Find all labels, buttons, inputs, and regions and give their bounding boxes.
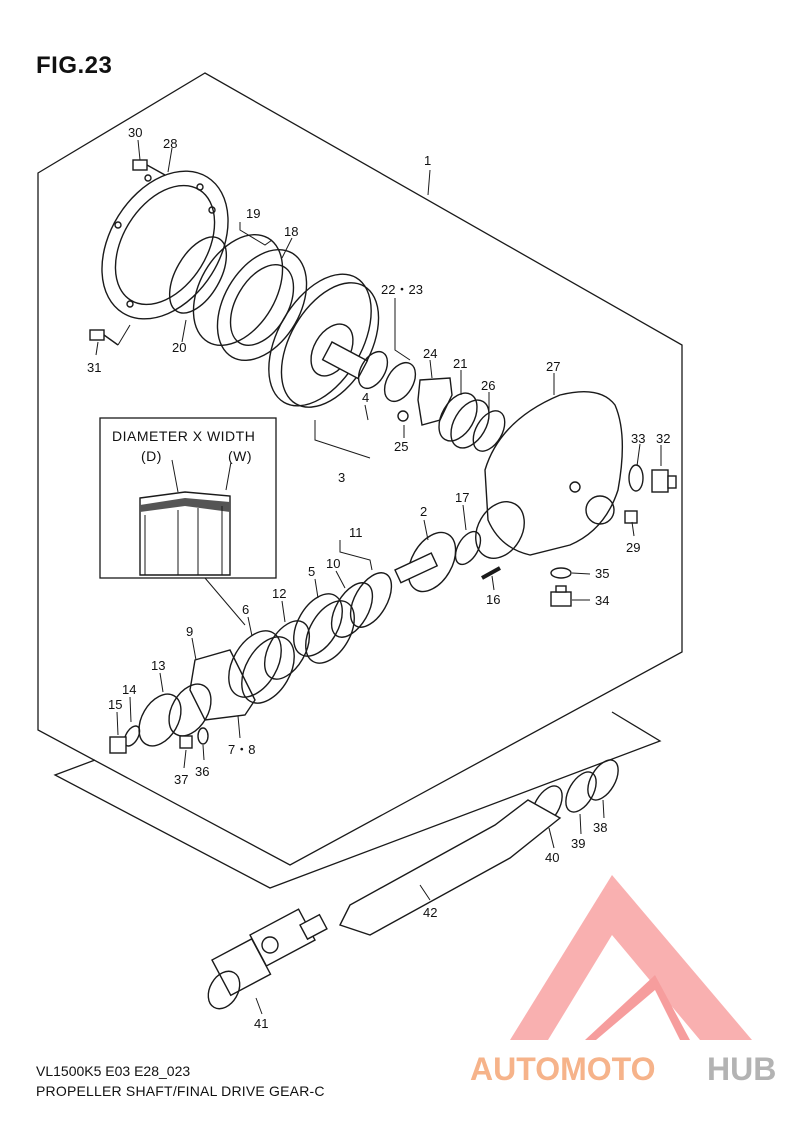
- model-code: VL1500K5 E03 E28_023: [36, 1063, 191, 1079]
- watermark-text: AUTOMOTO HUB: [470, 1051, 776, 1087]
- part-25-bolt: [397, 410, 409, 422]
- callout-24: 24: [423, 346, 437, 361]
- part-33-washer: [628, 464, 644, 492]
- callout-26: 26: [481, 378, 495, 393]
- callout-13: 13: [151, 658, 165, 673]
- callout-37: 37: [174, 772, 188, 787]
- callout-33: 33: [631, 431, 645, 446]
- callout-14: 14: [122, 682, 136, 697]
- inset-d-label: (D): [141, 448, 162, 464]
- callout-18: 18: [284, 224, 298, 239]
- part-16-stud: [481, 566, 501, 580]
- assembly-frame: [37, 72, 683, 866]
- watermark-logo: [510, 875, 752, 1040]
- callout-34: 34: [595, 593, 609, 608]
- callout-38: 38: [593, 820, 607, 835]
- callout-21: 21: [453, 356, 467, 371]
- inset-heading: DIAMETER X WIDTH: [112, 428, 255, 444]
- callout-41: 41: [254, 1016, 268, 1031]
- callout-labels: 1 2 3 4 5 6 7・8 9 10 11 12 13 14 15 16 1…: [87, 125, 670, 1031]
- callout-9: 9: [186, 624, 193, 639]
- callout-5: 5: [308, 564, 315, 579]
- part-9-retainer-plate: [189, 649, 256, 721]
- housing-opening: [475, 501, 525, 559]
- part-12-spacer: [263, 620, 311, 680]
- callout-42: 42: [423, 905, 437, 920]
- part-38-spring: [587, 759, 619, 801]
- part-15-nut: [109, 736, 127, 754]
- part-5-bearing: [293, 593, 355, 664]
- callout-29: 29: [626, 540, 640, 555]
- part-28-cover-ring: [101, 170, 229, 320]
- part-13-bushing: [138, 683, 212, 747]
- part-6-bearing: [228, 630, 295, 704]
- watermark-text-a: AUTOMOTO: [470, 1051, 655, 1087]
- part-2-pinion-gear: [394, 531, 457, 593]
- part-35-washer: [550, 567, 572, 579]
- part-37-nut: [179, 735, 193, 749]
- callout-25: 25: [394, 439, 408, 454]
- callout-12: 12: [272, 586, 286, 601]
- part-18-bearing: [192, 233, 308, 362]
- part-31-bolt: [89, 324, 131, 346]
- callout-27: 27: [546, 359, 560, 374]
- part-4-shim: [357, 350, 389, 390]
- inset-w-label: (W): [228, 448, 252, 464]
- housing-hole: [569, 481, 581, 493]
- part-41-universal-joint: [207, 908, 328, 1010]
- inset-box: DIAMETER X WIDTH (D) (W): [99, 417, 277, 626]
- part-11-shim: [349, 572, 393, 628]
- leader-lines: [95, 139, 662, 1015]
- callout-3: 3: [338, 470, 345, 485]
- callout-32: 32: [656, 431, 670, 446]
- callout-15: 15: [108, 697, 122, 712]
- part-22-23-shim: [383, 361, 417, 403]
- callout-22-23: 22・23: [381, 282, 423, 297]
- part-10-shim: [330, 582, 374, 638]
- part-29-plug: [624, 510, 638, 524]
- callout-39: 39: [571, 836, 585, 851]
- callout-11: 11: [349, 525, 363, 540]
- figure-description: PROPELLER SHAFT/FINAL DRIVE GEAR-C: [36, 1083, 325, 1099]
- callout-1: 1: [424, 153, 431, 168]
- part-21-bearing: [438, 392, 490, 449]
- part-24-retainer: [417, 377, 453, 426]
- part-32-plug: [651, 469, 677, 493]
- part-20-seal: [168, 236, 228, 314]
- shaft-frame: [53, 711, 662, 889]
- callout-19: 19: [246, 206, 260, 221]
- part-30-bolt: [132, 159, 166, 176]
- part-26-seal: [472, 410, 506, 452]
- callout-17: 17: [455, 490, 469, 505]
- callout-30: 30: [128, 125, 142, 140]
- part-34-bolt: [550, 585, 572, 607]
- callout-6: 6: [242, 602, 249, 617]
- callout-35: 35: [595, 566, 609, 581]
- part-17-bearing: [454, 530, 482, 566]
- callout-7-8: 7・8: [228, 742, 255, 757]
- callout-4: 4: [362, 390, 369, 405]
- callout-20: 20: [172, 340, 186, 355]
- part-39-ring: [565, 771, 597, 813]
- callout-28: 28: [163, 136, 177, 151]
- part-42-propeller-shaft: [339, 799, 562, 936]
- callout-16: 16: [486, 592, 500, 607]
- figure-title: FIG.23: [36, 52, 113, 79]
- watermark-text-b: HUB: [707, 1051, 776, 1087]
- callout-40: 40: [545, 850, 559, 865]
- part-3-ring-gear: [268, 273, 380, 408]
- callout-10: 10: [326, 556, 340, 571]
- callout-31: 31: [87, 360, 101, 375]
- callout-36: 36: [195, 764, 209, 779]
- part-27-housing: [484, 391, 624, 556]
- part-36-washer: [197, 727, 209, 745]
- housing-port: [585, 495, 615, 525]
- callout-2: 2: [420, 504, 427, 519]
